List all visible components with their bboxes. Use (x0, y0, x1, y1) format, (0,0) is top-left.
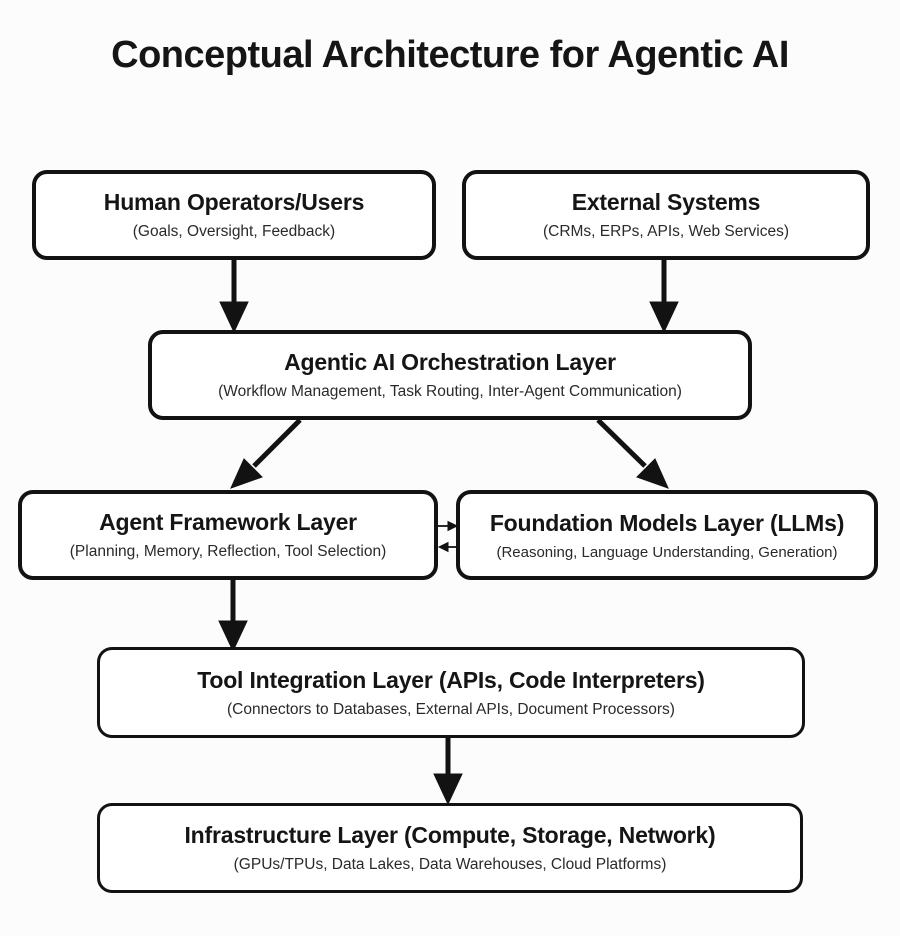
node-foundation-models-subtitle: (Reasoning, Language Understanding, Gene… (496, 543, 838, 561)
node-orchestration-title: Agentic AI Orchestration Layer (284, 349, 616, 375)
arrow-human-operators-to-orchestration (219, 258, 249, 334)
node-human-operators: Human Operators/Users (Goals, Oversight,… (32, 170, 436, 260)
node-external-systems-title: External Systems (571, 189, 761, 215)
node-infrastructure-title: Infrastructure Layer (Compute, Storage, … (184, 822, 716, 848)
arrow-external-systems-to-orchestration (649, 258, 679, 334)
arrow-orchestration-to-agent-framework (230, 418, 302, 489)
node-human-operators-title: Human Operators/Users (103, 189, 365, 215)
arrow-agent-framework-to-foundation-models (437, 520, 459, 532)
arrow-agent-framework-to-tool-integration (218, 580, 248, 653)
node-foundation-models-title: Foundation Models Layer (LLMs) (489, 509, 845, 536)
arrow-orchestration-to-foundation-models (596, 418, 669, 489)
arrow-tool-integration-to-infrastructure (433, 738, 463, 806)
node-infrastructure: Infrastructure Layer (Compute, Storage, … (97, 803, 803, 893)
node-tool-integration-subtitle: (Connectors to Databases, External APIs,… (227, 700, 675, 718)
diagram-title: Conceptual Architecture for Agentic AI (111, 34, 789, 76)
node-tool-integration-title: Tool Integration Layer (APIs, Code Inter… (197, 666, 705, 693)
node-tool-integration: Tool Integration Layer (APIs, Code Inter… (97, 647, 805, 738)
node-agent-framework-subtitle: (Planning, Memory, Reflection, Tool Sele… (69, 543, 387, 560)
node-agent-framework-title: Agent Framework Layer (99, 509, 357, 535)
node-external-systems-subtitle: (CRMs, ERPs, APIs, Web Services) (542, 223, 790, 240)
node-external-systems: External Systems (CRMs, ERPs, APIs, Web … (462, 170, 870, 260)
node-human-operators-subtitle: (Goals, Oversight, Feedback) (132, 223, 336, 240)
node-orchestration: Agentic AI Orchestration Layer (Workflow… (148, 330, 752, 420)
node-foundation-models: Foundation Models Layer (LLMs) (Reasonin… (456, 490, 878, 580)
node-infrastructure-subtitle: (GPUs/TPUs, Data Lakes, Data Warehouses,… (233, 856, 667, 873)
node-orchestration-subtitle: (Workflow Management, Task Routing, Inte… (218, 383, 682, 400)
node-agent-framework: Agent Framework Layer (Planning, Memory,… (18, 490, 438, 580)
